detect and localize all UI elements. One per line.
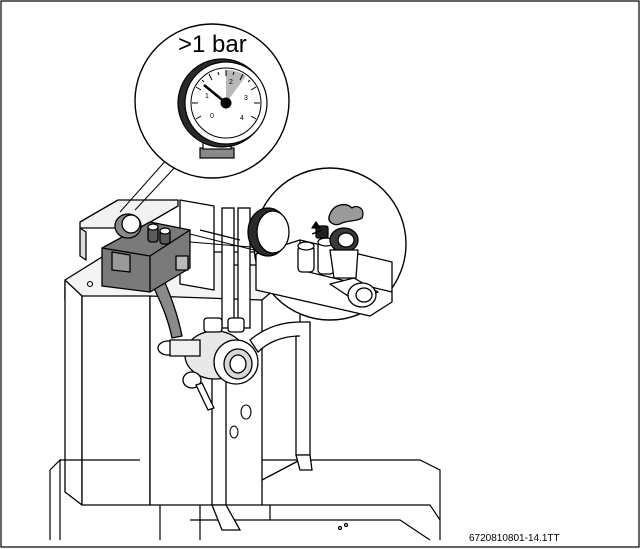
gauge-tick-0: 0 [210, 113, 214, 120]
gauge-tick-4: 4 [240, 115, 244, 122]
safety-valve-callout [247, 167, 407, 321]
gauge-tick-3: 3 [244, 95, 248, 102]
pressure-gauge-callout: >1 bar [134, 23, 290, 179]
gauge-tick-1: 1 [205, 93, 209, 100]
pressure-gauge-icon [177, 58, 268, 159]
safety-valve-icon [247, 203, 393, 317]
figure-id: 6720810801-14.1TT [469, 533, 560, 544]
callout-leaders [119, 157, 263, 253]
panel-holes [86, 280, 252, 439]
pump-icon [157, 317, 259, 411]
base-plinth [49, 458, 441, 541]
gauge-tick-2: 2 [229, 79, 233, 86]
pressure-label: >1 bar [178, 31, 247, 58]
valve-block [79, 199, 241, 293]
